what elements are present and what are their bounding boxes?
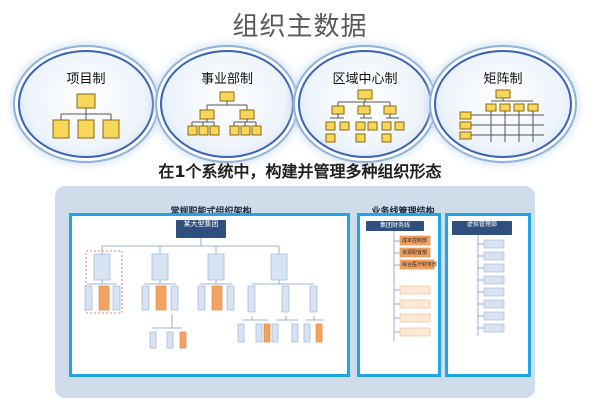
regular-structure-heading: 常规职能式组织架构 (170, 207, 252, 217)
org-model-label: 区域中心制 (332, 72, 398, 87)
business-item: 成本控制部 (402, 238, 428, 244)
regular-structure-frame: 某大型集团 (69, 213, 350, 377)
org-model-matrix: 矩阵制 (434, 50, 572, 158)
org-tree (84, 238, 324, 349)
virtual-structure-frame: 虚拟管理部 (445, 213, 531, 377)
virtual-tree (477, 235, 505, 336)
business-item: 资源配置部 (402, 250, 428, 256)
root-node: 某大型集团 (176, 220, 226, 238)
business-root-node: 集团财务线 (366, 221, 424, 231)
org-model-project: 项目制 (18, 50, 154, 158)
business-line-frame: 集团财务线 成本控制部 资源配置部 综合医疗财务部 (357, 213, 441, 377)
org-model-label: 矩阵制 (483, 72, 523, 87)
subtitle: 在1个系统中，构建并管理多种组织形态 (158, 162, 442, 181)
virtual-root-node: 虚拟管理部 (452, 221, 512, 235)
business-item: 综合医疗财务部 (402, 262, 438, 268)
business-line-tree (393, 231, 435, 341)
page-title: 组织主数据 (232, 12, 368, 42)
matrix-icon (459, 89, 544, 142)
diagram-panel: 常规职能式组织架构 业务线管理结构 某大型集团 (55, 186, 535, 398)
org-chart-icon (187, 91, 262, 136)
business-line-heading: 业务线管理结构 (371, 207, 435, 217)
org-chart-icon (52, 93, 120, 139)
org-model-division: 事业部制 (160, 50, 294, 158)
org-model-label: 项目制 (66, 72, 106, 87)
org-model-regional: 区域中心制 (298, 50, 432, 158)
org-model-label: 事业部制 (200, 72, 253, 87)
org-chart-icon (325, 89, 405, 143)
